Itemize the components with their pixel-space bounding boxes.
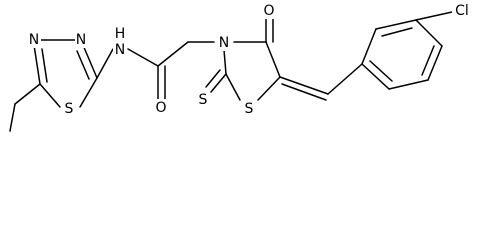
bond-aryl-1: [361, 28, 377, 65]
bond-ethyl-ch3: [9, 103, 16, 132]
bond-c5-n4: [33, 44, 41, 85]
bond-n3-c2: [82, 44, 98, 79]
atom-o-amide: O: [154, 99, 168, 116]
svg-text:S: S: [245, 101, 254, 117]
bond-methine-aryl: [327, 63, 363, 95]
atom-s-thiadiazole: S: [63, 100, 76, 117]
atom-n-thiadiazole-right: N: [75, 31, 88, 48]
bond-c5-n4-double: [41, 48, 48, 83]
svg-text:N: N: [115, 42, 125, 58]
svg-text:Cl: Cl: [455, 3, 469, 19]
bond-c5-methine: [279, 76, 329, 95]
svg-text:S: S: [199, 92, 208, 108]
bond-s1-c2: [225, 73, 241, 101]
bond-aryl-2-inner: [381, 27, 413, 37]
bond-aryl-3: [415, 19, 443, 47]
bond-c2-n: [223, 49, 227, 75]
bond-c4-c5: [265, 41, 281, 78]
molecule-diagram: N N S H N O N O S S Cl: [9, 2, 472, 132]
svg-text:S: S: [65, 101, 74, 117]
bond-c5-methine-double: [281, 83, 327, 101]
bond-aryl-4: [427, 45, 443, 81]
bond-ethyl-ch2: [14, 83, 41, 105]
atom-s-thione: S: [197, 91, 210, 108]
svg-text:N: N: [29, 32, 39, 48]
atom-cl: Cl: [452, 2, 472, 19]
svg-text:H: H: [115, 26, 126, 42]
bond-c2-s1: [79, 77, 98, 108]
atom-n-thiadiazole-left: N: [28, 31, 41, 48]
bond-c5-s1: [257, 76, 281, 101]
svg-text:N: N: [76, 32, 86, 48]
bond-c2-thione-double: [205, 69, 221, 88]
bond-aryl-2: [375, 19, 417, 30]
atom-amide-nh: H N: [113, 26, 126, 58]
bond-s1-c5: [39, 83, 61, 108]
atom-s-thiazolidine: S: [243, 100, 256, 117]
atom-o-ketone: O: [262, 2, 276, 19]
bond-aryl-5: [388, 79, 429, 90]
atom-n-thiazolidine: N: [217, 34, 231, 51]
bond-aryl-cl: [415, 11, 453, 21]
bond-n3-c2-double: [76, 50, 90, 80]
svg-text:N: N: [219, 35, 229, 51]
svg-text:O: O: [155, 100, 166, 116]
bond-aryl-6: [361, 63, 390, 90]
bond-aryl-6-inner: [369, 60, 393, 82]
svg-text:O: O: [263, 3, 274, 19]
bond-nh-carbonyl: [127, 48, 159, 67]
bond-c2-nh: [96, 48, 114, 79]
bond-carbonyl-ch2: [157, 41, 189, 67]
bond-c2-thione: [210, 73, 227, 93]
bond-aryl-4-inner: [421, 45, 435, 76]
